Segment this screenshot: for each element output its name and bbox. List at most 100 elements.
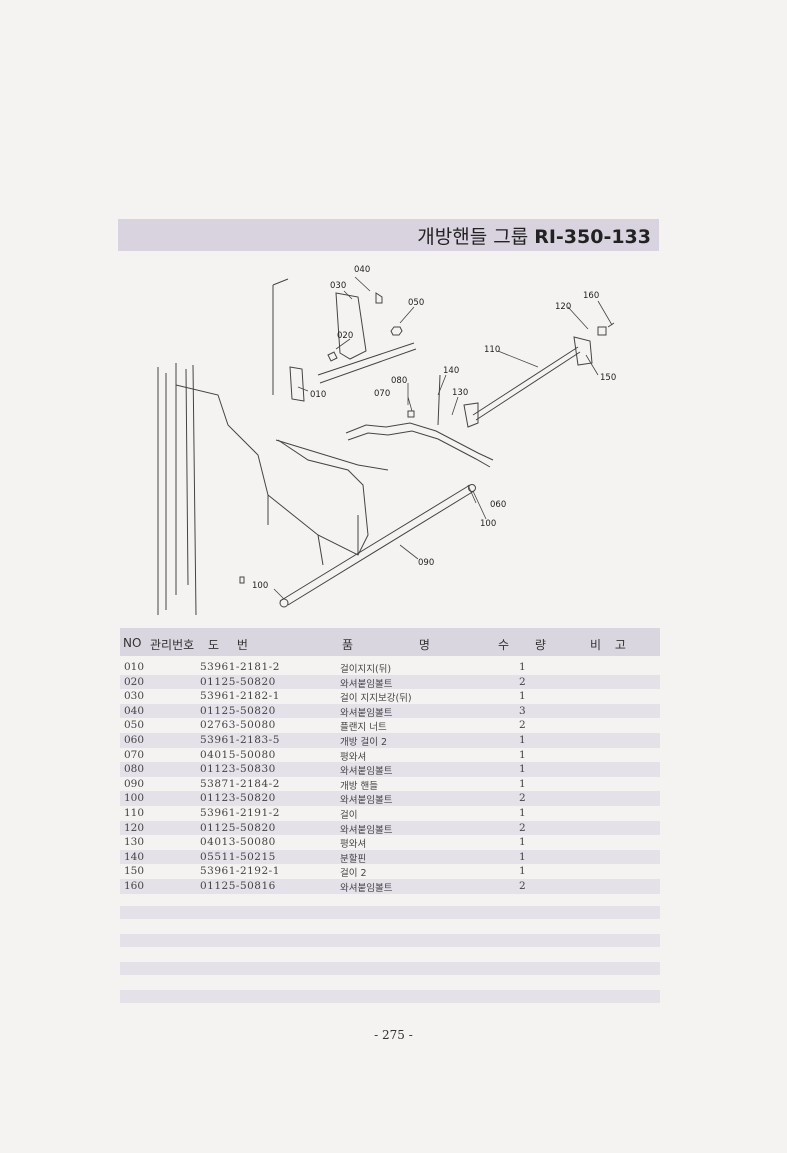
cell-quantity: 2 [519,675,526,688]
cell-part-name: 플랜지 너트 [340,722,387,734]
table-row: 090 53871-2184-2 개방 핸들 1 [120,777,660,792]
cell-quantity: 1 [519,733,526,746]
exploded-parts-diagram: 040 030 050 020 010 080 070 140 130 110 … [157,265,616,616]
blank-row-band [120,906,660,919]
cell-drawing-no: 53961-2192-1 [200,865,280,878]
group-code: RI-350-133 [534,226,651,248]
cell-drawing-no: 04015-50080 [200,748,276,761]
cell-drawing-no: 53871-2184-2 [200,777,280,790]
cell-drawing-no: 53961-2191-2 [200,806,280,819]
callout-060: 060 [490,500,506,510]
table-header: NO 관리번호 도 번 품 명 수 량 비 고 [120,628,660,656]
cell-quantity: 1 [519,748,526,761]
cell-quantity: 2 [519,719,526,732]
callout-010: 010 [310,390,326,400]
cell-no: 030 [124,690,145,703]
cell-quantity: 1 [519,806,526,819]
group-title: 개방핸들 그룹 [417,226,529,248]
table-row: 120 01125-50820 와셔붙임볼트 2 [120,820,660,836]
cell-part-name: 와셔붙임볼트 [340,824,393,836]
cell-drawing-no: 01125-50820 [200,821,276,834]
frame-rails [157,363,197,616]
cell-no: 070 [124,748,145,761]
cell-part-name: 와셔붙임볼트 [340,795,393,807]
header-drawing-no: 도 번 [208,638,248,652]
cell-drawing-no: 05511-50215 [200,850,276,863]
header-remarks: 비 고 [590,638,626,652]
bracket-150 [573,336,593,366]
callout-100-right: 100 [480,519,496,529]
cell-part-name: 평와셔 [340,839,367,851]
cell-no: 150 [124,865,145,878]
bracket-030 [335,292,367,360]
callout-030: 030 [330,281,346,291]
cell-no: 160 [124,879,145,892]
callout-150: 150 [600,373,616,383]
callout-050: 050 [408,298,424,308]
callout-130: 130 [452,388,468,398]
cell-quantity: 2 [519,792,526,805]
cell-no: 090 [124,777,145,790]
cell-quantity: 2 [519,879,526,892]
cell-no: 050 [124,719,145,732]
cell-part-name: 걸이 2 [340,868,367,880]
cell-part-name: 개방 걸이 2 [340,736,388,748]
cell-drawing-no: 02763-50080 [200,719,276,732]
cell-drawing-no: 01125-50816 [200,879,276,892]
table-row: 050 02763-50080 플랜지 너트 2 [120,718,660,733]
cell-part-name: 걸이지지(뒤) [340,664,392,675]
hook-060 [345,422,494,468]
header-mgmt-no: 관리번호 [150,638,195,652]
cell-part-name: 걸이 지지보강(뒤) [340,693,412,705]
table-row: 060 53961-2183-5 개방 걸이 2 1 [120,732,660,748]
callout-100-left: 100 [252,581,268,591]
cell-no: 060 [124,733,145,746]
blank-row-band [120,990,660,1003]
cell-no: 140 [124,850,145,863]
callout-020: 020 [337,331,353,341]
cell-no: 100 [124,792,145,805]
cell-part-name: 와셔붙임볼트 [340,882,393,894]
handle-090 [279,484,475,606]
cell-part-name: 와셔붙임볼트 [340,678,393,690]
cell-no: 010 [124,661,145,673]
cell-quantity: 2 [519,821,526,834]
housing-outline [175,384,369,556]
cell-drawing-no: 01125-50820 [200,675,276,688]
cell-drawing-no: 01125-50820 [200,704,276,717]
cell-drawing-no: 04013-50080 [200,836,276,849]
callout-090: 090 [418,558,434,568]
callout-080: 080 [391,376,407,386]
cell-no: 040 [124,704,145,717]
cell-drawing-no: 53961-2183-5 [200,733,280,746]
cell-part-name: 평와셔 [340,751,367,763]
table-row: 070 04015-50080 평와셔 1 [120,748,660,763]
rod-110 [472,346,581,421]
blank-row-band [120,962,660,975]
table-row: 160 01125-50816 와셔붙임볼트 2 [120,878,660,894]
cell-quantity: 1 [519,690,526,703]
bracket-010 [289,366,305,402]
callout-040: 040 [354,265,370,275]
cell-quantity: 1 [519,777,526,790]
callout-labels: 040 030 050 020 010 080 070 140 130 110 … [252,265,616,591]
cell-part-name: 와셔붙임볼트 [340,707,393,719]
callout-120: 120 [555,302,571,312]
header-no: NO [123,636,142,650]
cell-no: 130 [124,836,145,849]
cell-part-name: 와셔붙임볼트 [340,766,393,778]
cell-part-name: 개방 핸들 [340,780,378,792]
cell-no: 120 [124,821,145,834]
header-part-name: 품 명 [342,638,430,652]
cell-drawing-no: 53961-2181-2 [200,661,280,673]
link-rod [317,342,417,384]
